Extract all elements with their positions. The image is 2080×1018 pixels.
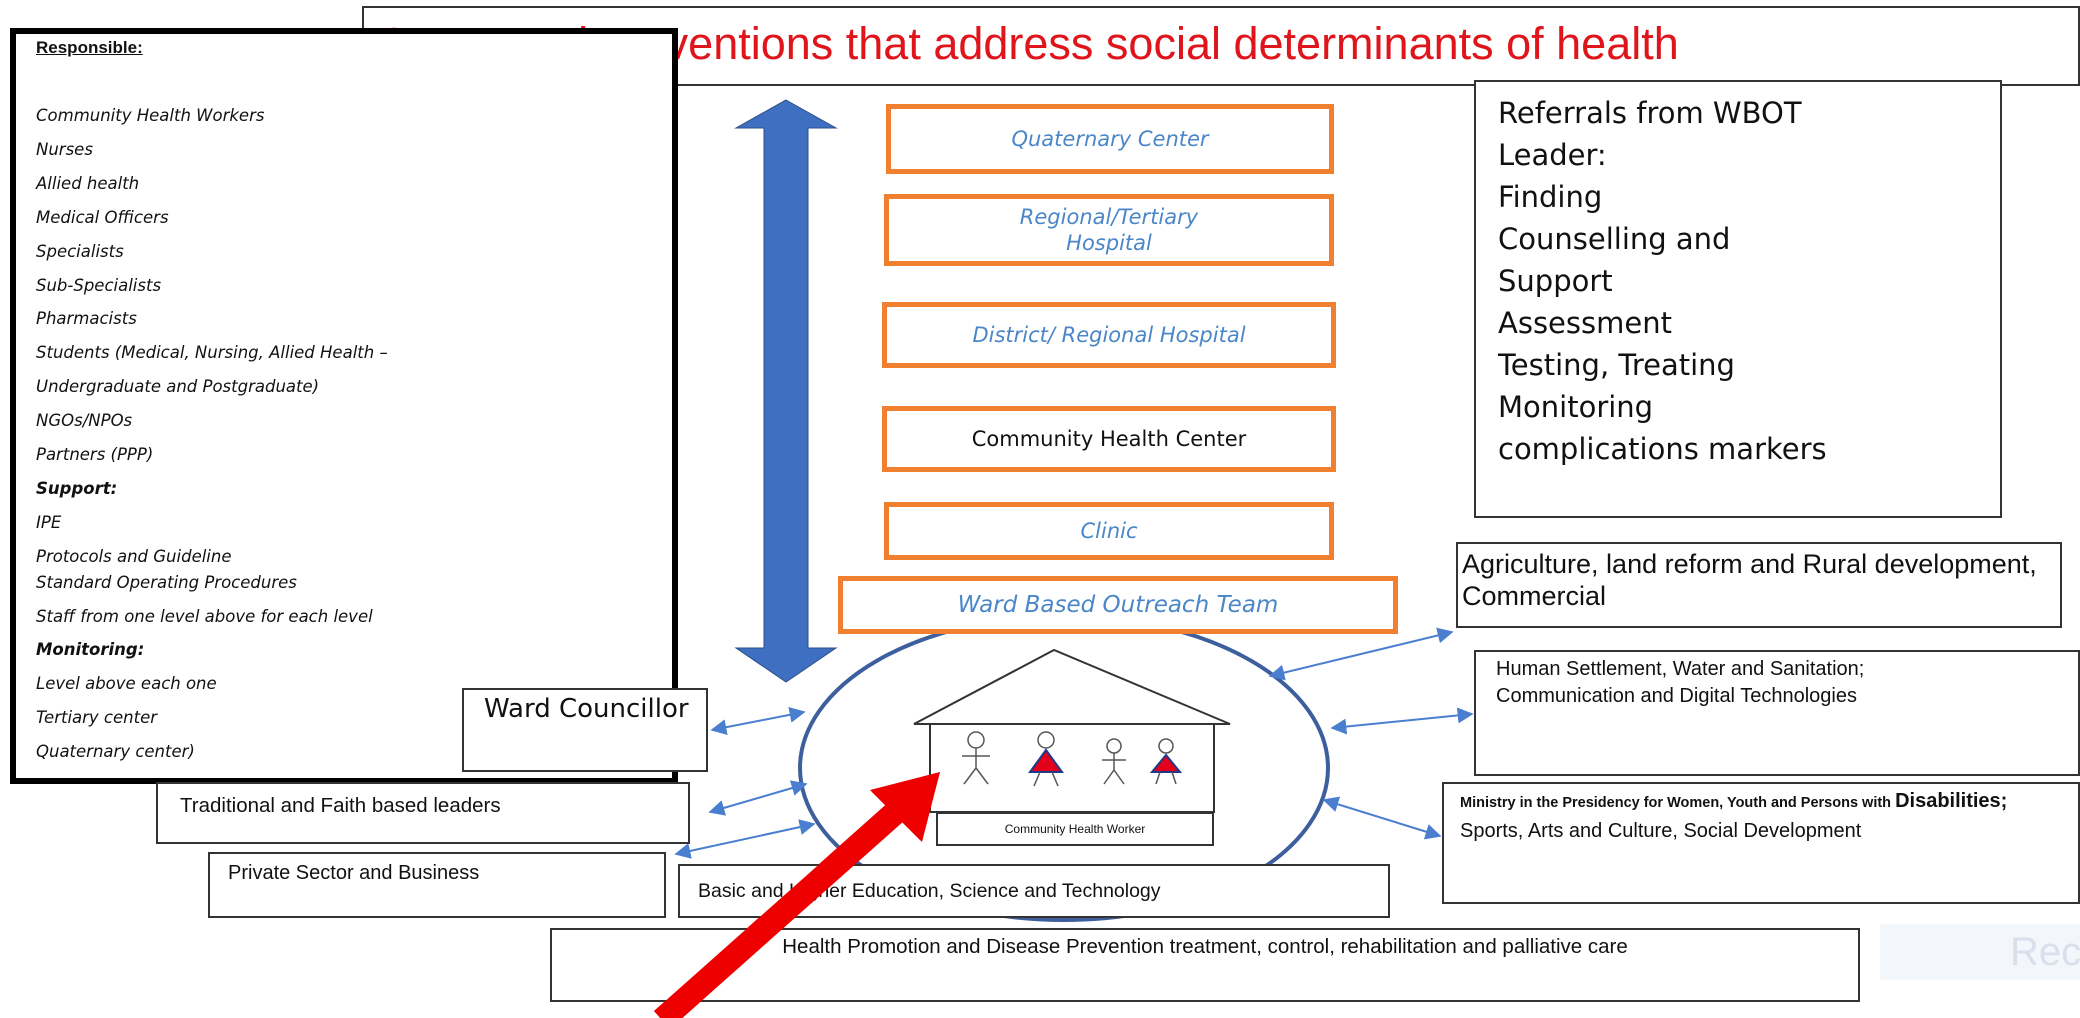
level-clinic-label: Clinic <box>1080 518 1138 543</box>
sector-health-promotion: Health Promotion and Disease Prevention … <box>550 928 1860 1002</box>
responsible-panel <box>10 28 678 784</box>
responsible-item: Level above each one <box>36 674 217 694</box>
level-community-health-center-label: Community Health Center <box>971 426 1247 451</box>
referral-item: Referrals from WBOT <box>1498 96 1802 130</box>
responsible-item: Tertiary center <box>36 708 158 728</box>
responsible-item: IPE <box>36 512 62 532</box>
sector-traditional: Traditional and Faith based leaders <box>156 782 690 844</box>
connector-agriculture <box>1268 627 1454 681</box>
sector-private-text: Private Sector and Business <box>228 862 480 884</box>
responsible-item: Partners (PPP) <box>36 445 154 464</box>
sector-ward-councillor: Ward Councillor <box>462 688 708 772</box>
sector-traditional-text: Traditional and Faith based leaders <box>180 794 501 817</box>
sector-human-settlement-text-1: Human Settlement, Water and Sanitation; <box>1496 658 1865 680</box>
responsible-item: Students (Medical, Nursing, Allied Healt… <box>36 343 388 363</box>
referral-item: Assessment <box>1498 306 1672 341</box>
responsible-item: Nurses <box>36 139 93 159</box>
watermark: Rec <box>1880 924 2080 980</box>
responsible-item: Medical Officers <box>36 207 169 227</box>
connector-traditional <box>708 780 808 816</box>
responsible-item: Monitoring: <box>36 640 145 660</box>
sector-agriculture: Agriculture, land reform and Rural devel… <box>1456 542 2062 628</box>
community-health-worker-text: Community Health Worker <box>1004 822 1146 836</box>
connector-human-settlement <box>1330 707 1474 735</box>
responsible-item: NGOs/NPOs <box>36 411 133 431</box>
responsible-item: Staff from one level above for each leve… <box>36 606 373 626</box>
level-district[interactable]: District/ Regional Hospital <box>882 302 1336 368</box>
sector-agriculture-text: Agriculture, land reform and Rural devel… <box>1462 549 2037 612</box>
vertical-double-arrow <box>734 99 838 683</box>
responsible-item: Undergraduate and Postgraduate) <box>36 377 320 397</box>
sector-ministry-text-2: Sports, Arts and Culture, Social Develop… <box>1460 820 1862 842</box>
responsible-item: Quaternary center) <box>36 742 195 762</box>
connector-private <box>674 819 816 859</box>
level-wbot-label: Ward Based Outreach Team <box>957 591 1279 618</box>
watermark-text: Rec <box>2010 930 2080 974</box>
sector-ministry-text-1: Ministry in the Presidency for Women, Yo… <box>1460 795 1892 811</box>
referral-item: Leader: <box>1498 138 1607 173</box>
referral-item: Monitoring <box>1498 390 1654 425</box>
responsible-item: Pharmacists <box>36 309 137 329</box>
referral-item: Testing, Treating <box>1498 348 1735 383</box>
responsible-item: Protocols and Guideline <box>36 546 232 566</box>
sector-human-settlement: Human Settlement, Water and Sanitation; … <box>1474 650 2080 776</box>
sector-ministry: Ministry in the Presidency for Women, Yo… <box>1442 782 2080 904</box>
community-figures-icon <box>962 731 1183 787</box>
level-regional-tertiary[interactable]: Regional/Tertiary Hospital <box>884 194 1334 266</box>
responsible-item: Standard Operating Procedures <box>36 572 297 592</box>
level-wbot[interactable]: Ward Based Outreach Team <box>838 576 1398 634</box>
sector-ministry-disabilities: Disabilities; <box>1895 790 2008 812</box>
referral-item: Finding <box>1498 180 1603 215</box>
sector-private: Private Sector and Business <box>208 852 666 918</box>
sector-ward-councillor-text: Ward Councillor <box>484 694 689 724</box>
connector-ward-councillor <box>710 706 806 736</box>
connector-ministry <box>1322 796 1442 840</box>
level-district-label: District/ Regional Hospital <box>972 322 1246 347</box>
responsible-item: Sub-Specialists <box>36 275 162 295</box>
responsible-item: Allied health <box>36 173 140 193</box>
referral-item: Support <box>1498 264 1613 299</box>
community-health-worker-label: Community Health Worker <box>936 812 1214 846</box>
level-quaternary-label: Quaternary Center <box>1011 126 1209 151</box>
level-clinic[interactable]: Clinic <box>884 502 1334 560</box>
responsible-item: Community Health Workers <box>36 106 265 125</box>
referral-item: Counselling and <box>1498 222 1731 257</box>
responsible-item: Specialists <box>36 241 124 261</box>
level-community-health-center[interactable]: Community Health Center <box>882 406 1336 472</box>
responsible-heading: Responsible: <box>36 38 143 57</box>
level-regional-tertiary-label: Regional/Tertiary Hospital <box>1019 204 1199 255</box>
sector-health-promotion-text: Health Promotion and Disease Prevention … <box>782 935 1628 958</box>
referral-item: complications markers <box>1498 432 1827 467</box>
responsible-item: Support: <box>36 478 118 498</box>
level-quaternary[interactable]: Quaternary Center <box>886 104 1334 174</box>
sector-human-settlement-text-2: Communication and Digital Technologies <box>1496 685 1857 707</box>
